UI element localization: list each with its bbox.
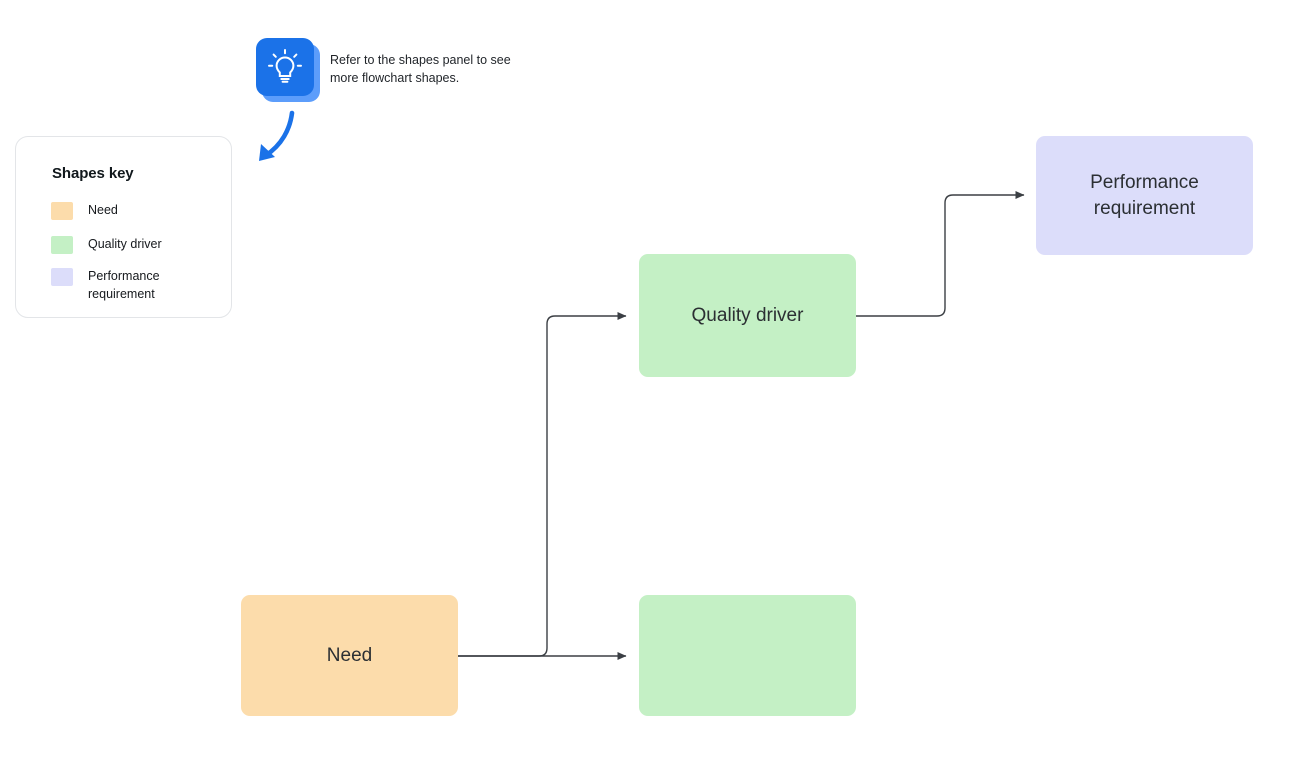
node-performance-requirement[interactable]: Performance requirement bbox=[1036, 136, 1253, 255]
node-quality-driver[interactable]: Quality driver bbox=[639, 254, 856, 377]
tip-card[interactable] bbox=[256, 38, 314, 96]
edge-quality-driver-to-performance-requirement bbox=[856, 191, 1025, 317]
node-label-need: Need bbox=[326, 644, 373, 666]
legend-swatch-quality-driver bbox=[51, 236, 73, 254]
legend-item-need: Need bbox=[51, 201, 118, 220]
node-need[interactable]: Need bbox=[241, 595, 458, 716]
curved-down-left-arrow-icon bbox=[259, 110, 295, 161]
node-unlabeled-driver[interactable] bbox=[639, 595, 856, 716]
legend-swatch-need bbox=[51, 202, 73, 220]
legend-label-quality-driver: Quality driver bbox=[88, 237, 162, 251]
tip-text: Refer to the shapes panel to see more fl… bbox=[330, 53, 511, 85]
legend-swatch-performance-requirement bbox=[51, 268, 73, 286]
legend-item-quality-driver: Quality driver bbox=[51, 235, 162, 254]
edge-need-to-quality-driver bbox=[458, 312, 627, 657]
shapes-key-title: Shapes key bbox=[52, 165, 134, 182]
node-label-quality-driver: Quality driver bbox=[691, 304, 804, 326]
lightbulb-icon bbox=[268, 49, 302, 83]
shapes-key-panel: Shapes key Need Quality driver Performan… bbox=[15, 136, 232, 318]
node-label-performance-requirement: Performance requirement bbox=[1090, 171, 1199, 219]
legend-item-performance-requirement: Performance requirement bbox=[51, 267, 160, 303]
legend-label-performance-requirement: Performance requirement bbox=[88, 269, 160, 301]
legend-label-need: Need bbox=[88, 203, 118, 217]
